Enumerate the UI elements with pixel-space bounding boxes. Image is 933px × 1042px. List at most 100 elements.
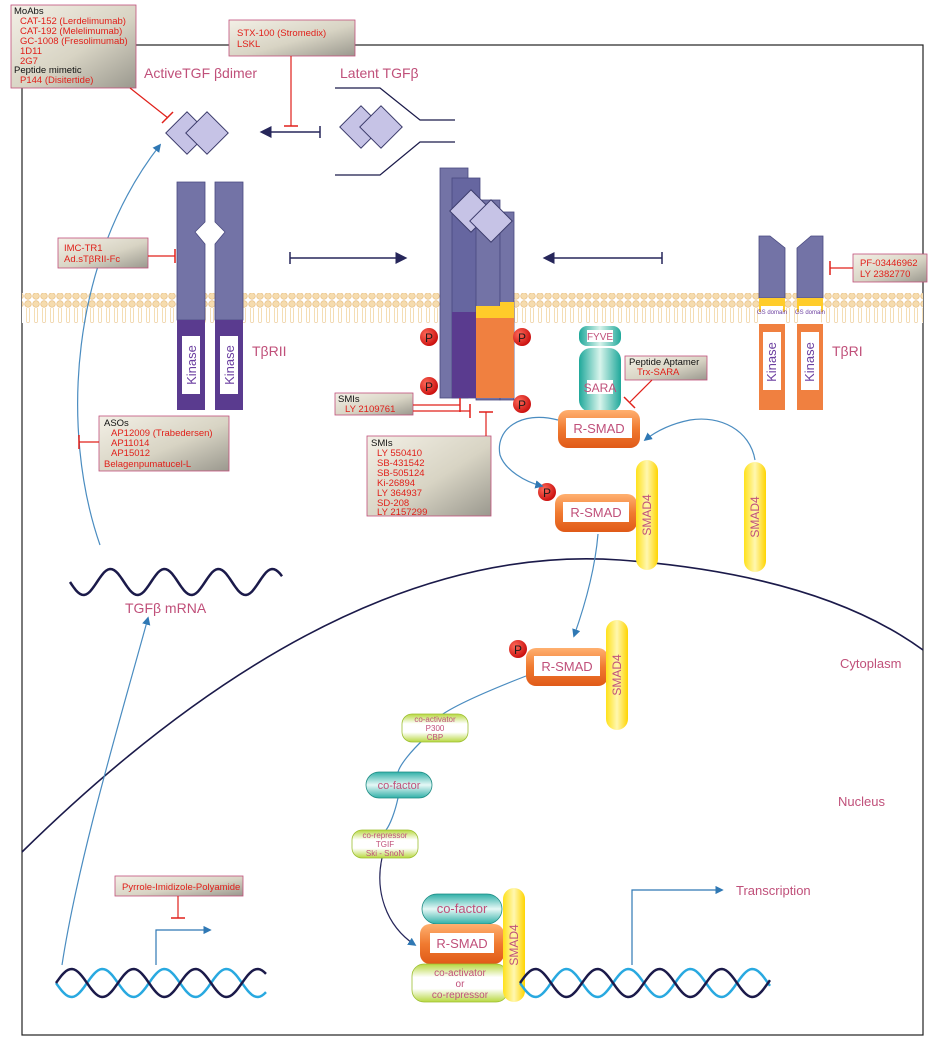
cell-boundary: [21, 44, 924, 1036]
mrna-transcription-arrow: [61, 616, 151, 966]
smad4-label-2: SMAD4: [748, 496, 762, 538]
asos-box: ASOs AP12009 (Trabedersen) AP11014 AP150…: [98, 415, 230, 472]
tbri-receptor: [758, 235, 824, 410]
latent-tgfb-label: Latent TGFβ: [340, 65, 419, 81]
svg-text:SMIs: SMIs: [371, 438, 393, 449]
svg-text:SMIs: SMIs: [338, 394, 360, 405]
sara-protein: [579, 348, 621, 412]
svg-text:AP12009 (Trabedersen): AP12009 (Trabedersen): [111, 428, 213, 439]
svg-text:GC-1008 (Fresolimumab): GC-1008 (Fresolimumab): [20, 36, 128, 47]
latent-tgfb: [335, 87, 455, 176]
fyve-label: FYVE: [587, 332, 613, 343]
smad4-label-4: SMAD4: [507, 924, 521, 966]
phosphorylation-arrow: [498, 416, 559, 489]
svg-text:P: P: [425, 380, 433, 394]
svg-text:Belagenpumatucel-L: Belagenpumatucel-L: [104, 459, 191, 470]
svg-text:Ski - SnoN: Ski - SnoN: [366, 849, 404, 858]
svg-text:Ad.sTβRII-Fc: Ad.sTβRII-Fc: [64, 254, 120, 265]
coact-or-corep-2: or: [456, 979, 466, 990]
svg-text:Ki-26894: Ki-26894: [377, 478, 415, 489]
coact-or-corep-3: co-repressor: [432, 990, 489, 1001]
tgfb-gene-transcription-arrow: [155, 925, 212, 965]
svg-text:IMC-TR1: IMC-TR1: [64, 243, 103, 254]
active-dimer-label: ActiveTGF βdimer: [144, 65, 257, 81]
smad4-bound: [636, 460, 658, 570]
dna-strand-blue: [54, 967, 267, 999]
svg-text:LY 364937: LY 364937: [377, 488, 422, 499]
svg-text:SB-505124: SB-505124: [377, 468, 425, 479]
svg-text:P: P: [543, 486, 551, 500]
transcription-label: Transcription: [736, 883, 811, 898]
svg-text:P144 (Disitertide): P144 (Disitertide): [20, 75, 93, 86]
svg-text:P: P: [425, 331, 433, 345]
aptamer-inhibition-line: [629, 379, 653, 403]
active-tgfb-dimer: [165, 111, 229, 155]
rsmad-label-3: R-SMAD: [541, 659, 592, 674]
stx-box: STX-100 (Stromedix) LSKL: [228, 19, 356, 57]
kinase-label-4: Kinase: [802, 342, 817, 382]
to-transcription-arrow: [379, 857, 417, 946]
svg-text:CBP: CBP: [427, 733, 443, 742]
nucleus-label: Nucleus: [838, 794, 885, 809]
smad4-label-3: SMAD4: [610, 654, 624, 696]
svg-text:CAT-192 (Melelimumab): CAT-192 (Melelimumab): [20, 26, 122, 37]
corepressor-pill: co-repressor TGIF Ski - SnoN: [351, 829, 419, 859]
rsmad-membrane: [558, 410, 640, 448]
svg-text:LY 2382770: LY 2382770: [860, 269, 910, 280]
gs-domain-label-2: GS domain: [795, 310, 825, 316]
pf-box: PF-03446962 LY 2382770: [852, 253, 928, 283]
phospho-rsmad-nuclear: P: [509, 640, 608, 686]
tgfb-mrna: [68, 567, 283, 597]
svg-text:co-repressor: co-repressor: [363, 831, 408, 840]
dna-helix-left: [54, 967, 267, 999]
coactivator-pill: co-activator P300 CBP: [401, 713, 469, 743]
svg-text:CAT-152 (Lerdelimumab): CAT-152 (Lerdelimumab): [20, 16, 126, 27]
svg-text:LY 550410: LY 550410: [377, 448, 422, 459]
nuclear-translocation-arrow: [572, 533, 599, 638]
smad4-nuclear: [606, 620, 628, 730]
svg-text:co-factor: co-factor: [378, 780, 421, 792]
dna-strand-dark: [518, 967, 772, 999]
dna-strand-dark: [54, 967, 267, 999]
svg-text:STX-100 (Stromedix): STX-100 (Stromedix): [237, 28, 326, 39]
rsmad-label-1: R-SMAD: [573, 421, 624, 436]
sara-label: SARA: [584, 381, 617, 395]
dna-helix-right: [518, 967, 772, 999]
svg-text:PF-03446962: PF-03446962: [860, 258, 918, 269]
smad4-free: [744, 462, 766, 572]
fyve-domain: [579, 326, 621, 346]
svg-text:P: P: [518, 398, 526, 412]
svg-text:LSKL: LSKL: [237, 39, 260, 50]
smad4-label-1: SMAD4: [640, 494, 654, 536]
cytoplasm-label: Cytoplasm: [840, 656, 901, 671]
tbri-label: TβRI: [832, 343, 863, 359]
svg-text:Pyrrole-Imidizole-Polyamide: Pyrrole-Imidizole-Polyamide: [122, 882, 240, 893]
tgfb-mrna-label: TGFβ mRNA: [125, 600, 207, 616]
svg-text:TGIF: TGIF: [376, 840, 394, 849]
svg-text:ASOs: ASOs: [104, 418, 129, 429]
kinase-label-1: Kinase: [184, 345, 199, 385]
smis-box-2: SMIs LY 550410 SB-431542 SB-505124 Ki-26…: [366, 435, 492, 518]
imc-box: IMC-TR1 Ad.sTβRII-Fc: [57, 237, 149, 269]
svg-text:AP15012: AP15012: [111, 448, 150, 459]
svg-text:SB-431542: SB-431542: [377, 458, 425, 469]
phospho-site-1: P: [420, 328, 438, 346]
transcription-arrow: [631, 885, 724, 965]
smad4-recruit-arrow: [643, 418, 756, 461]
svg-text:Peptide mimetic: Peptide mimetic: [14, 65, 82, 76]
svg-text:Peptide Aptamer: Peptide Aptamer: [629, 357, 699, 368]
receptor-complex: [439, 167, 515, 401]
svg-text:SD-208: SD-208: [377, 498, 409, 509]
phospho-site-3: P: [513, 328, 531, 346]
svg-text:2G7: 2G7: [20, 56, 38, 67]
tbrii-receptor: [176, 181, 244, 410]
phospho-site-2: P: [420, 377, 438, 395]
nuclear-envelope: [21, 558, 924, 853]
svg-text:1D11: 1D11: [20, 46, 42, 57]
svg-text:LY 2109761: LY 2109761: [345, 404, 395, 415]
cofactor-pill: co-factor: [365, 771, 433, 799]
svg-text:AP11014: AP11014: [111, 438, 149, 449]
tbrii-label: TβRII: [252, 343, 287, 359]
moabs-box: MoAbs CAT-152 (Lerdelimumab) CAT-192 (Me…: [10, 4, 137, 89]
